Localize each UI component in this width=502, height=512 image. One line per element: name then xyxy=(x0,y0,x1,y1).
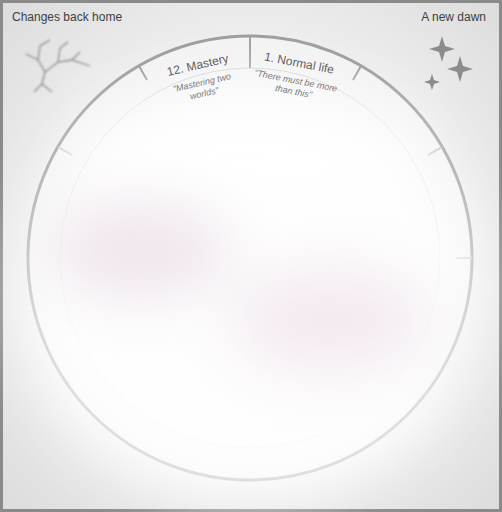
sparkle-stars xyxy=(424,36,473,90)
crack-illustration xyxy=(26,40,90,92)
corner-label: Changes back home xyxy=(12,10,122,24)
fog xyxy=(20,80,480,500)
corner-label: A new dawn xyxy=(421,10,486,24)
